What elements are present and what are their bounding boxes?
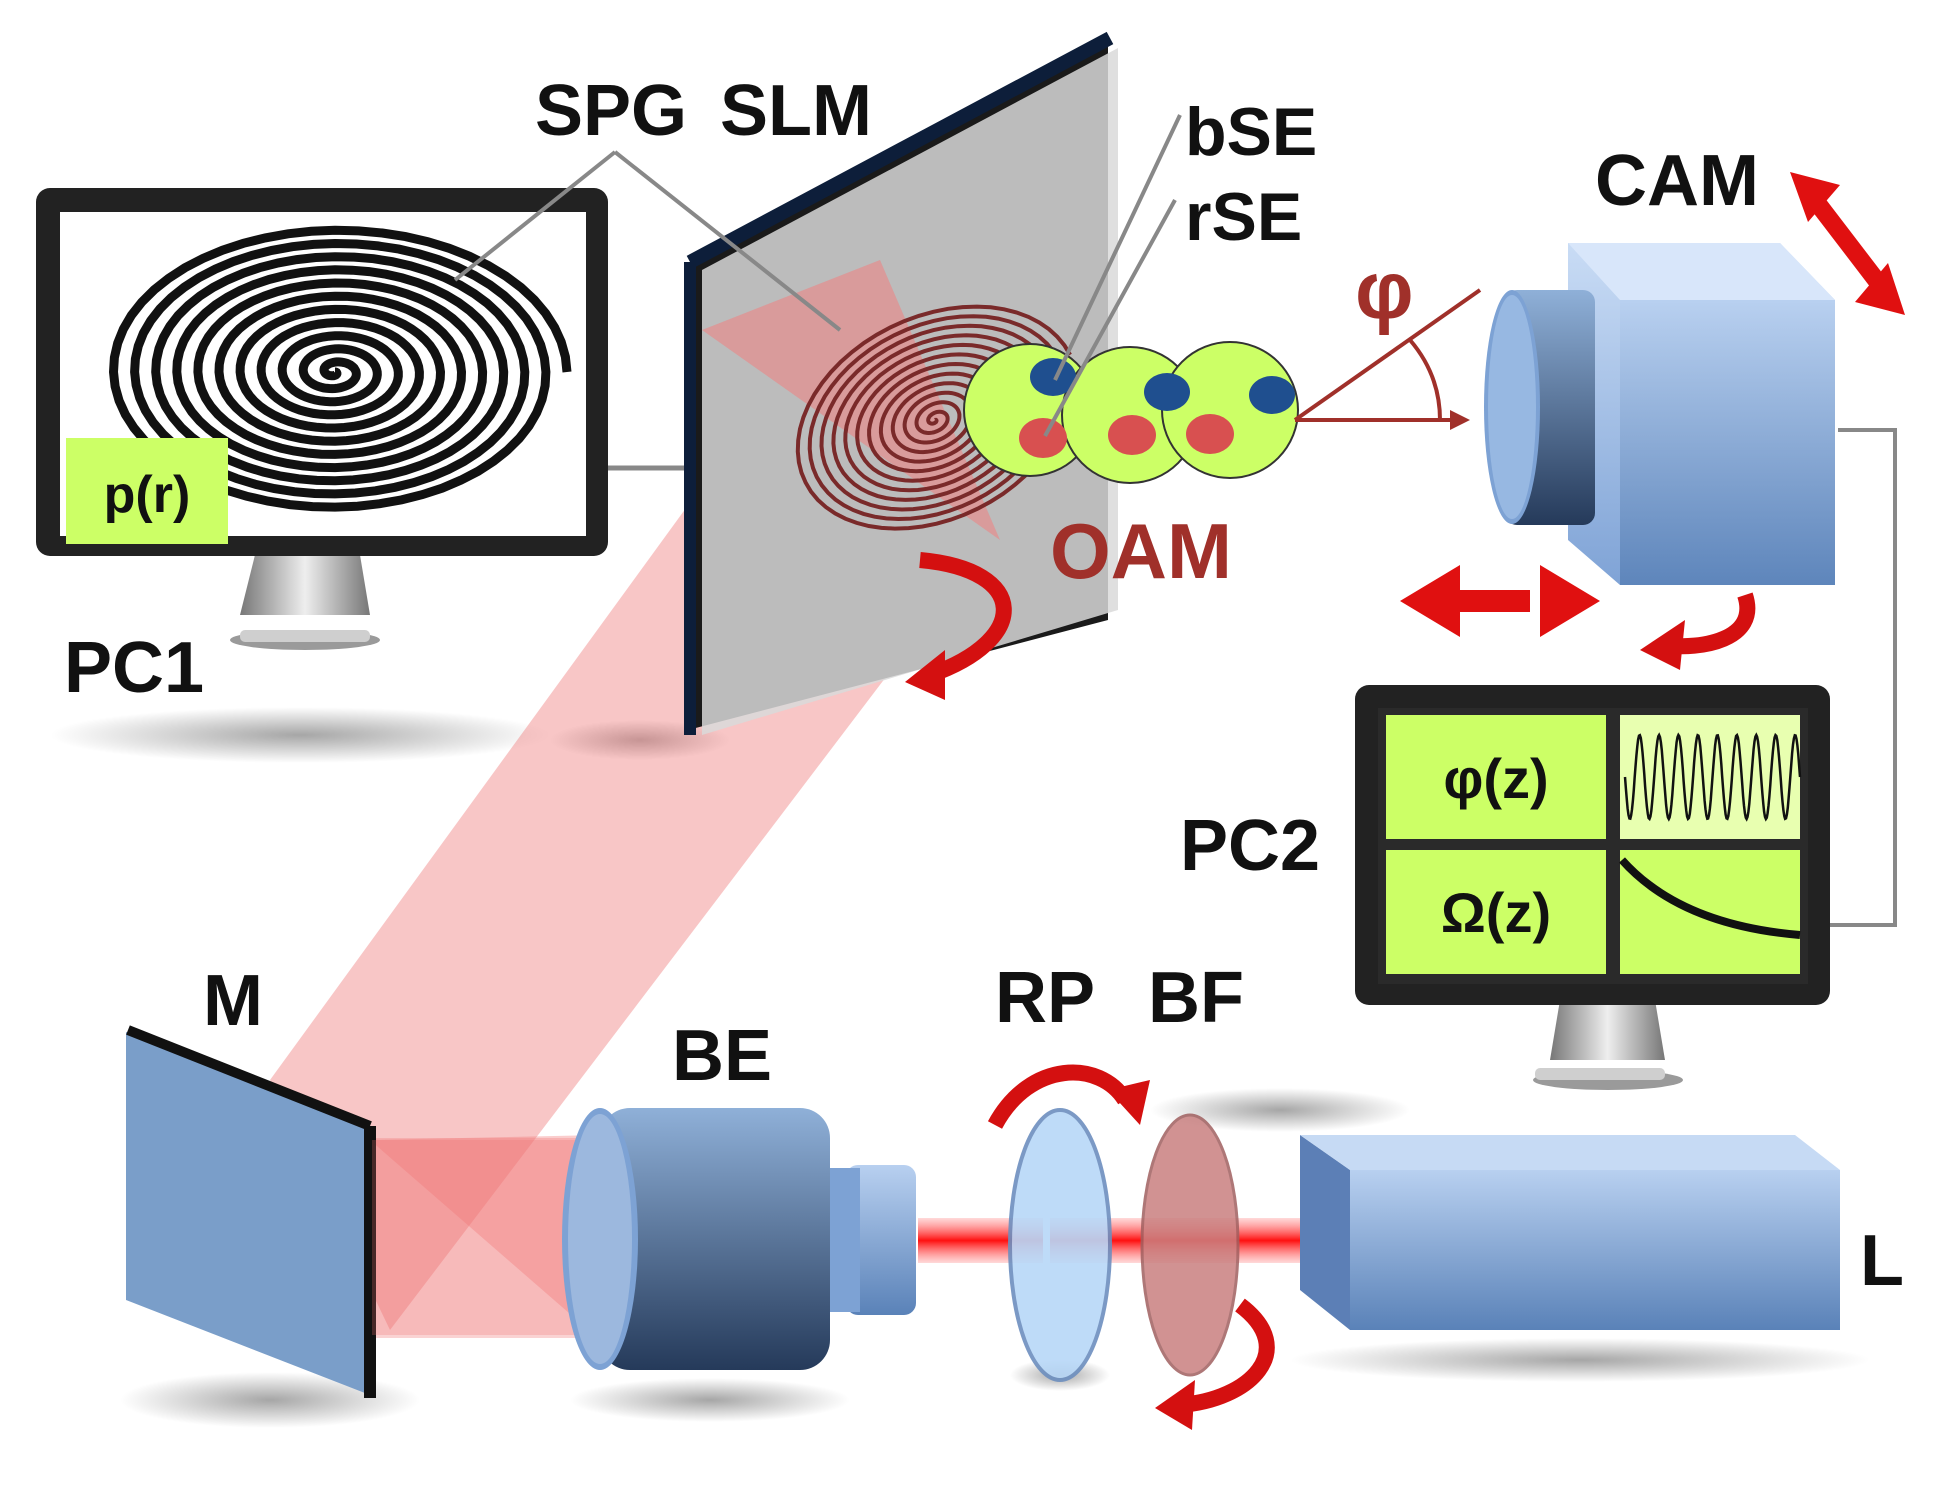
be-label: BE [672,1016,772,1096]
oam-label: OAM [1050,507,1232,595]
cam-label: CAM [1595,141,1759,221]
pc1-label: PC1 [64,628,204,708]
pr-label: p(r) [104,466,191,524]
rse-dot [1019,418,1067,458]
bse-pointer [1053,114,1182,381]
pc2-monitor: φ(z) Ω(z) [1355,685,1830,1090]
slm-rotation-arrow [919,552,1012,683]
spg-label: SPG [535,71,687,151]
cam-pc2-cable [1820,428,1897,927]
phi-label: φ [1355,245,1414,336]
bse-label: bSE [1185,94,1317,170]
floor-shadows [50,707,1870,1428]
rse-pointer [1043,199,1177,437]
phi-z-oscillation-plot [1623,732,1802,822]
spiral-phase-grating-pattern [108,225,572,512]
camera-translation-arrow-diagonal [1790,172,1905,315]
pr-label-box [66,438,228,544]
spg-pointer-pc1 [453,150,617,282]
phi-angle [1293,288,1482,430]
retarder-plate [1008,1108,1112,1382]
camera-rotation-arrow [1640,592,1756,670]
bf-rotation-arrow [1155,1298,1275,1430]
spg-pointer-slm [613,150,842,332]
omega-z-decay-plot [1619,857,1801,939]
slm-panel [684,31,1118,735]
phi-z-label: φ(z) [1443,747,1548,810]
mirror [126,1025,376,1398]
pc2-label: PC2 [1180,806,1320,886]
camera [1484,243,1835,585]
laser-source [1300,1135,1840,1330]
bse-dot [1030,358,1076,396]
omega-z-label: Ω(z) [1441,881,1551,944]
rp-label: RP [995,958,1095,1038]
laser-label: L [1860,1221,1904,1301]
pc1-monitor: p(r) [36,188,608,650]
beam-be-to-m [370,1135,600,1340]
slm-label: SLM [720,71,872,151]
bf-label: BF [1148,958,1244,1038]
oam-beam-cross-sections [963,341,1299,484]
camera-translation-arrow-horizontal [1400,565,1600,637]
rse-label: rSE [1185,179,1302,255]
beam-expander [562,1108,916,1370]
rp-rotation-arrow [987,1064,1150,1130]
mirror-label: M [203,961,263,1041]
beam-filter [1140,1113,1240,1377]
